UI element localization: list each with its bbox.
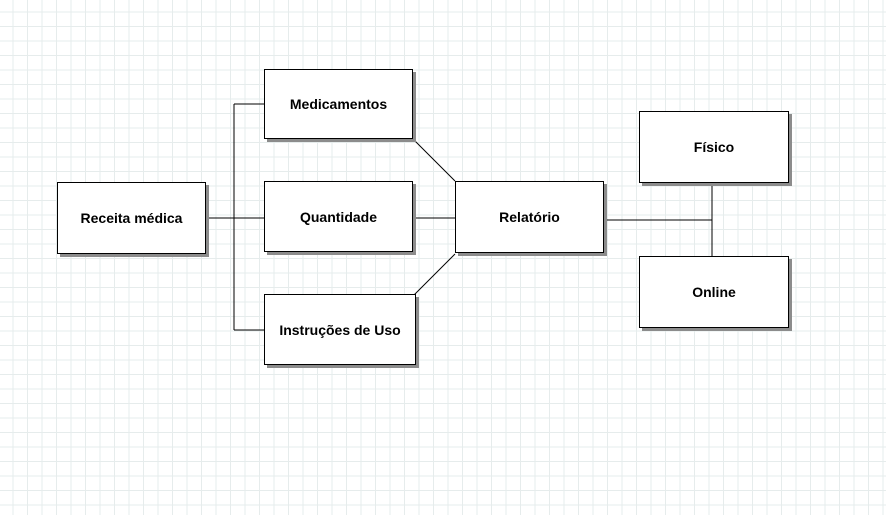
node-fisico[interactable]: Físico: [639, 111, 789, 183]
node-label: Online: [692, 284, 736, 300]
node-label: Receita médica: [80, 210, 183, 226]
node-relatorio[interactable]: Relatório: [455, 181, 604, 253]
node-label: Físico: [693, 139, 735, 155]
connector-medicamentos-relatorio: [412, 138, 456, 182]
node-quantidade[interactable]: Quantidade: [264, 181, 413, 252]
node-label: Quantidade: [299, 208, 377, 225]
node-receita-medica[interactable]: Receita médica: [57, 182, 206, 254]
node-label: Medicamentos: [289, 96, 388, 112]
node-label: Instruções de Uso: [279, 321, 401, 338]
node-medicamentos[interactable]: Medicamentos: [264, 69, 413, 139]
node-instrucoes-de-uso[interactable]: Instruções de Uso: [264, 294, 416, 365]
connector-instrucoes-relatorio: [412, 253, 456, 297]
node-label: Relatório: [499, 209, 560, 225]
node-online[interactable]: Online: [639, 256, 789, 328]
